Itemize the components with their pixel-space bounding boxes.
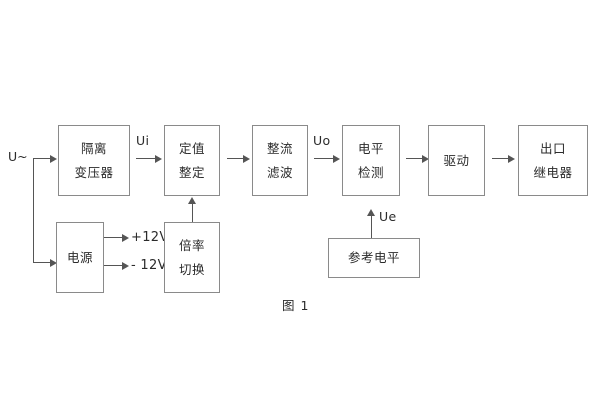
arrowhead-into-level-detect (333, 155, 340, 163)
signal-label-ui: Ui (136, 133, 150, 148)
block-ratio-switch-line-2: 切换 (178, 262, 205, 277)
wire-input-bus-vertical (33, 158, 34, 263)
block-level-detect[interactable]: 电平 检测 (342, 125, 400, 196)
rail-label-positive-12v: +12V (131, 230, 169, 245)
wire-input-to-power-supply (33, 262, 53, 263)
wire-transformer-to-setpoint (136, 158, 157, 159)
block-rectify-filter-line-2: 滤波 (266, 165, 293, 180)
wire-setpoint-to-rectify (227, 158, 245, 159)
arrowhead-into-level-detect-from-reference (367, 209, 375, 216)
block-setpoint-adjust-line-1: 定值 (178, 140, 205, 156)
wire-rectify-to-level-detect (314, 158, 335, 159)
wire-driver-to-output-relay (492, 158, 510, 159)
block-driver[interactable]: 驱动 (428, 125, 485, 196)
arrowhead-into-rectify-filter (243, 155, 250, 163)
block-isolation-transformer-line-2: 变压器 (74, 165, 114, 180)
block-ratio-switch[interactable]: 倍率 切换 (164, 222, 220, 293)
arrowhead-into-output-relay (508, 155, 515, 163)
wire-rail-negative (104, 265, 124, 266)
figure-caption: 图 1 (282, 298, 310, 313)
signal-label-uo: Uo (313, 133, 331, 148)
rail-label-negative-12v: - 12V (131, 258, 167, 273)
wire-input-to-transformer (33, 158, 53, 159)
block-output-relay-line-1: 出口 (539, 140, 566, 156)
block-level-detect-line-2: 检测 (357, 165, 384, 180)
arrowhead-into-setpoint-adjust (155, 155, 162, 163)
block-power-supply[interactable]: 电源 (56, 222, 104, 293)
wire-ratio-switch-to-setpoint (192, 203, 193, 222)
block-power-supply-line-1: 电源 (66, 249, 93, 265)
wire-reference-level-to-level-detect (371, 215, 372, 238)
block-setpoint-adjust[interactable]: 定值 整定 (164, 125, 220, 196)
block-isolation-transformer[interactable]: 隔离 变压器 (58, 125, 130, 196)
arrowhead-into-setpoint-from-ratio-switch (188, 197, 196, 204)
signal-label-ue: Ue (379, 209, 397, 224)
arrowhead-rail-negative (122, 262, 129, 270)
block-output-relay[interactable]: 出口 继电器 (518, 125, 588, 196)
block-rectify-filter-line-1: 整流 (266, 140, 293, 156)
block-ratio-switch-line-1: 倍率 (178, 237, 205, 253)
arrowhead-into-isolation-transformer (50, 155, 57, 163)
block-driver-line-1: 驱动 (443, 152, 470, 168)
block-isolation-transformer-line-1: 隔离 (80, 140, 107, 156)
arrowhead-into-power-supply (50, 259, 57, 267)
block-output-relay-line-2: 继电器 (533, 165, 573, 180)
block-reference-level[interactable]: 参考电平 (328, 238, 420, 278)
block-rectify-filter[interactable]: 整流 滤波 (252, 125, 308, 196)
arrowhead-rail-positive (122, 234, 129, 242)
input-label-u-ac: U~ (8, 149, 28, 164)
wire-rail-positive (104, 237, 124, 238)
wire-level-detect-to-driver (406, 158, 424, 159)
arrowhead-into-driver (422, 155, 429, 163)
block-reference-level-line-1: 参考电平 (347, 250, 400, 266)
block-setpoint-adjust-line-2: 整定 (178, 165, 205, 180)
block-level-detect-line-1: 电平 (357, 140, 384, 156)
